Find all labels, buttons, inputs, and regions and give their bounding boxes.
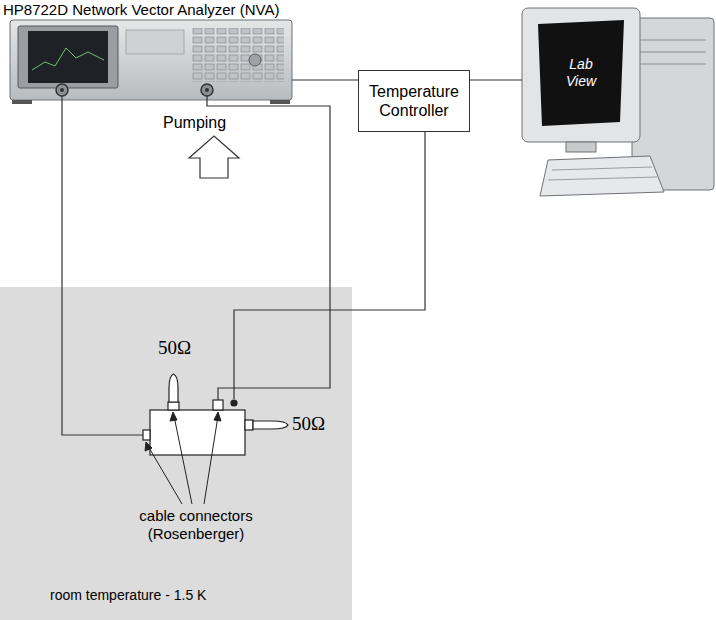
termination-label: 50Ω <box>292 413 325 436</box>
cold-region: room temperature - 1.5 K <box>0 287 352 620</box>
computer <box>522 8 714 196</box>
pumping-label: Pumping <box>163 113 226 132</box>
sample-cell <box>143 374 288 455</box>
leader-line <box>145 412 221 504</box>
instrument-title: HP8722D Network Vector Analyzer (NVA) <box>3 1 280 19</box>
controller-box: Temperature Controller <box>358 70 470 132</box>
region-label: room temperature - 1.5 K <box>50 587 206 604</box>
box-label: Temperature Controller <box>364 82 464 120</box>
termination-label: 50Ω <box>158 337 191 360</box>
cold-region <box>0 287 352 620</box>
pumping-arrow <box>189 136 239 178</box>
network-analyzer <box>10 20 292 104</box>
screen-text: Lab View <box>559 56 603 90</box>
cable <box>62 80 522 435</box>
connector-note: cable connectors (Rosenberger) <box>126 507 266 543</box>
